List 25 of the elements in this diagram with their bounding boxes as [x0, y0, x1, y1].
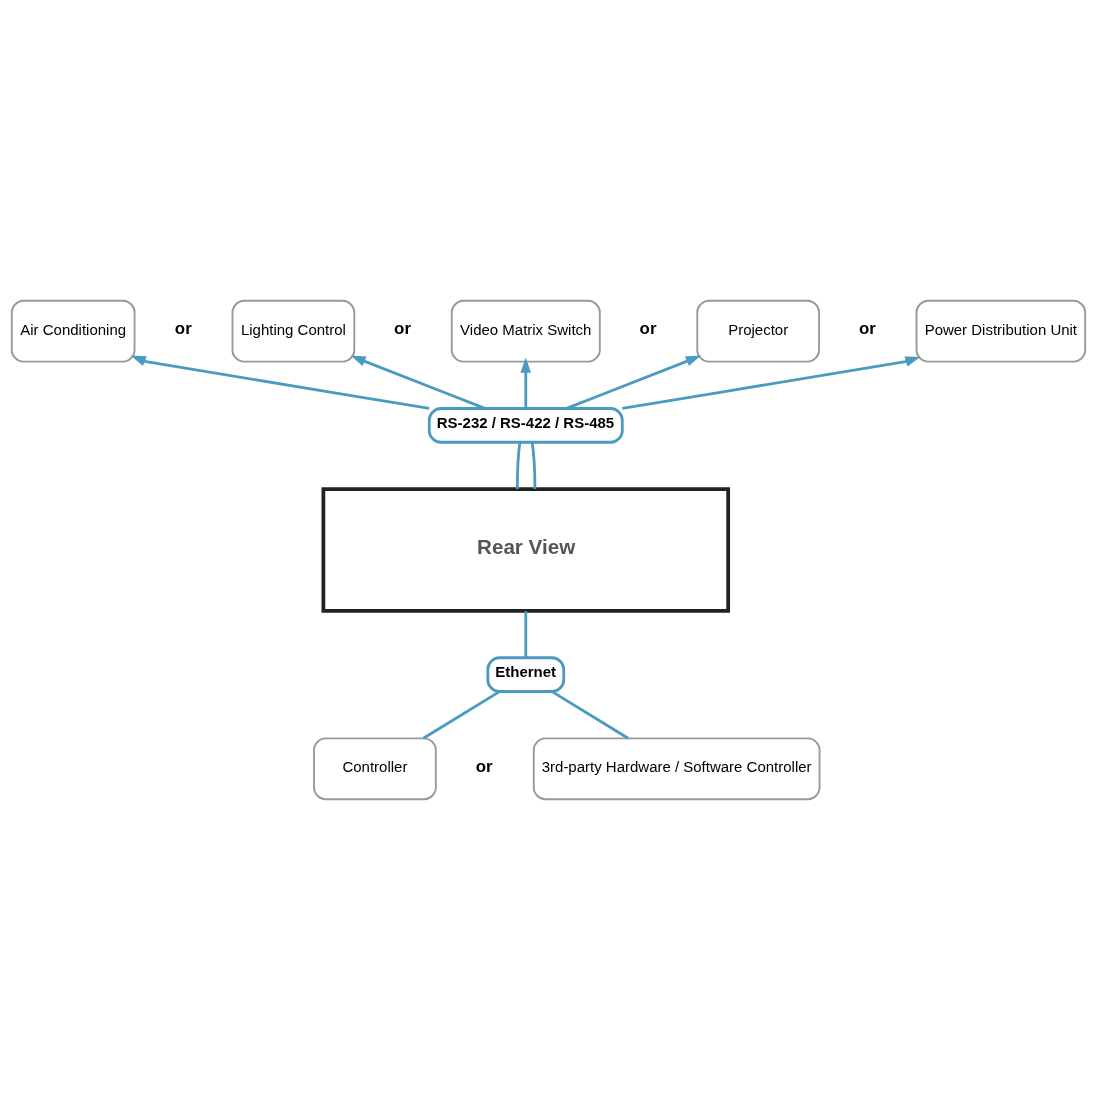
connector — [530, 442, 537, 490]
arrow — [520, 357, 532, 409]
node-box: Projector — [696, 299, 820, 363]
node-box: Rear View — [321, 487, 731, 613]
arrow — [622, 356, 921, 410]
label: or — [174, 319, 192, 339]
label: or — [475, 756, 493, 776]
arrow — [566, 355, 701, 410]
node-box: Video Matrix Switch — [450, 299, 601, 363]
node-box: 3rd-party Hardware / Software Controller — [532, 737, 821, 801]
arrow — [350, 355, 486, 410]
node-box: Power Distribution Unit — [915, 299, 1087, 363]
arrow — [130, 355, 430, 410]
node-box: Lighting Control — [231, 299, 356, 363]
connector — [551, 690, 629, 740]
connector — [515, 442, 522, 490]
connector — [422, 690, 501, 740]
node-box: Air Conditioning — [10, 299, 136, 363]
label: or — [639, 319, 657, 339]
label: or — [394, 319, 411, 339]
node-box: Controller — [313, 737, 437, 801]
label: or — [858, 319, 876, 339]
node-box: Ethernet — [486, 656, 566, 693]
node-box: RS-232 / RS-422 / RS-485 — [427, 407, 624, 444]
connector — [524, 611, 528, 658]
